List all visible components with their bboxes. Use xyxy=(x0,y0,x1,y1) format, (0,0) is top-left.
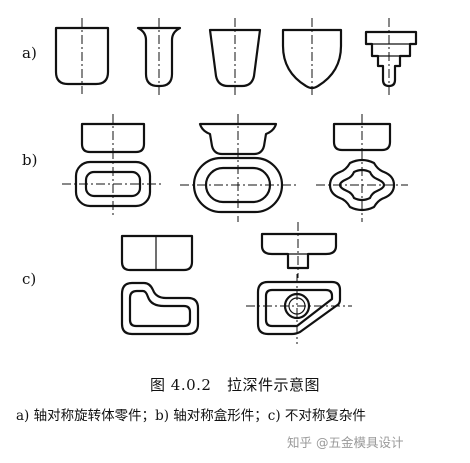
figure-title: 图 4.0.2 拉深件示意图 xyxy=(150,376,320,394)
figure-subtitle: a) 轴对称旋转体零件；b) 轴对称盒形件；c) 不对称复杂件 xyxy=(16,408,366,424)
part-a1-cup xyxy=(54,18,110,94)
row-label-b: b) xyxy=(22,151,38,169)
part-a5-stepped-flange-cup xyxy=(364,18,418,96)
row-label-a: a) xyxy=(22,44,37,62)
part-a3-tapered-cup xyxy=(208,18,262,96)
part-a4-parabolic-cup xyxy=(281,18,343,96)
part-c2-asymmetric-flange-box xyxy=(246,222,352,344)
part-b1-box xyxy=(62,114,164,218)
part-a2-flared-cup xyxy=(136,18,182,96)
part-b3-cross-box xyxy=(316,114,408,222)
watermark-text: 知乎 @五金模具设计 xyxy=(287,435,404,450)
row-label-c: c) xyxy=(22,270,37,288)
part-b2-flanged-oval-box xyxy=(180,114,296,222)
part-c1-asymmetric-box xyxy=(120,234,200,336)
